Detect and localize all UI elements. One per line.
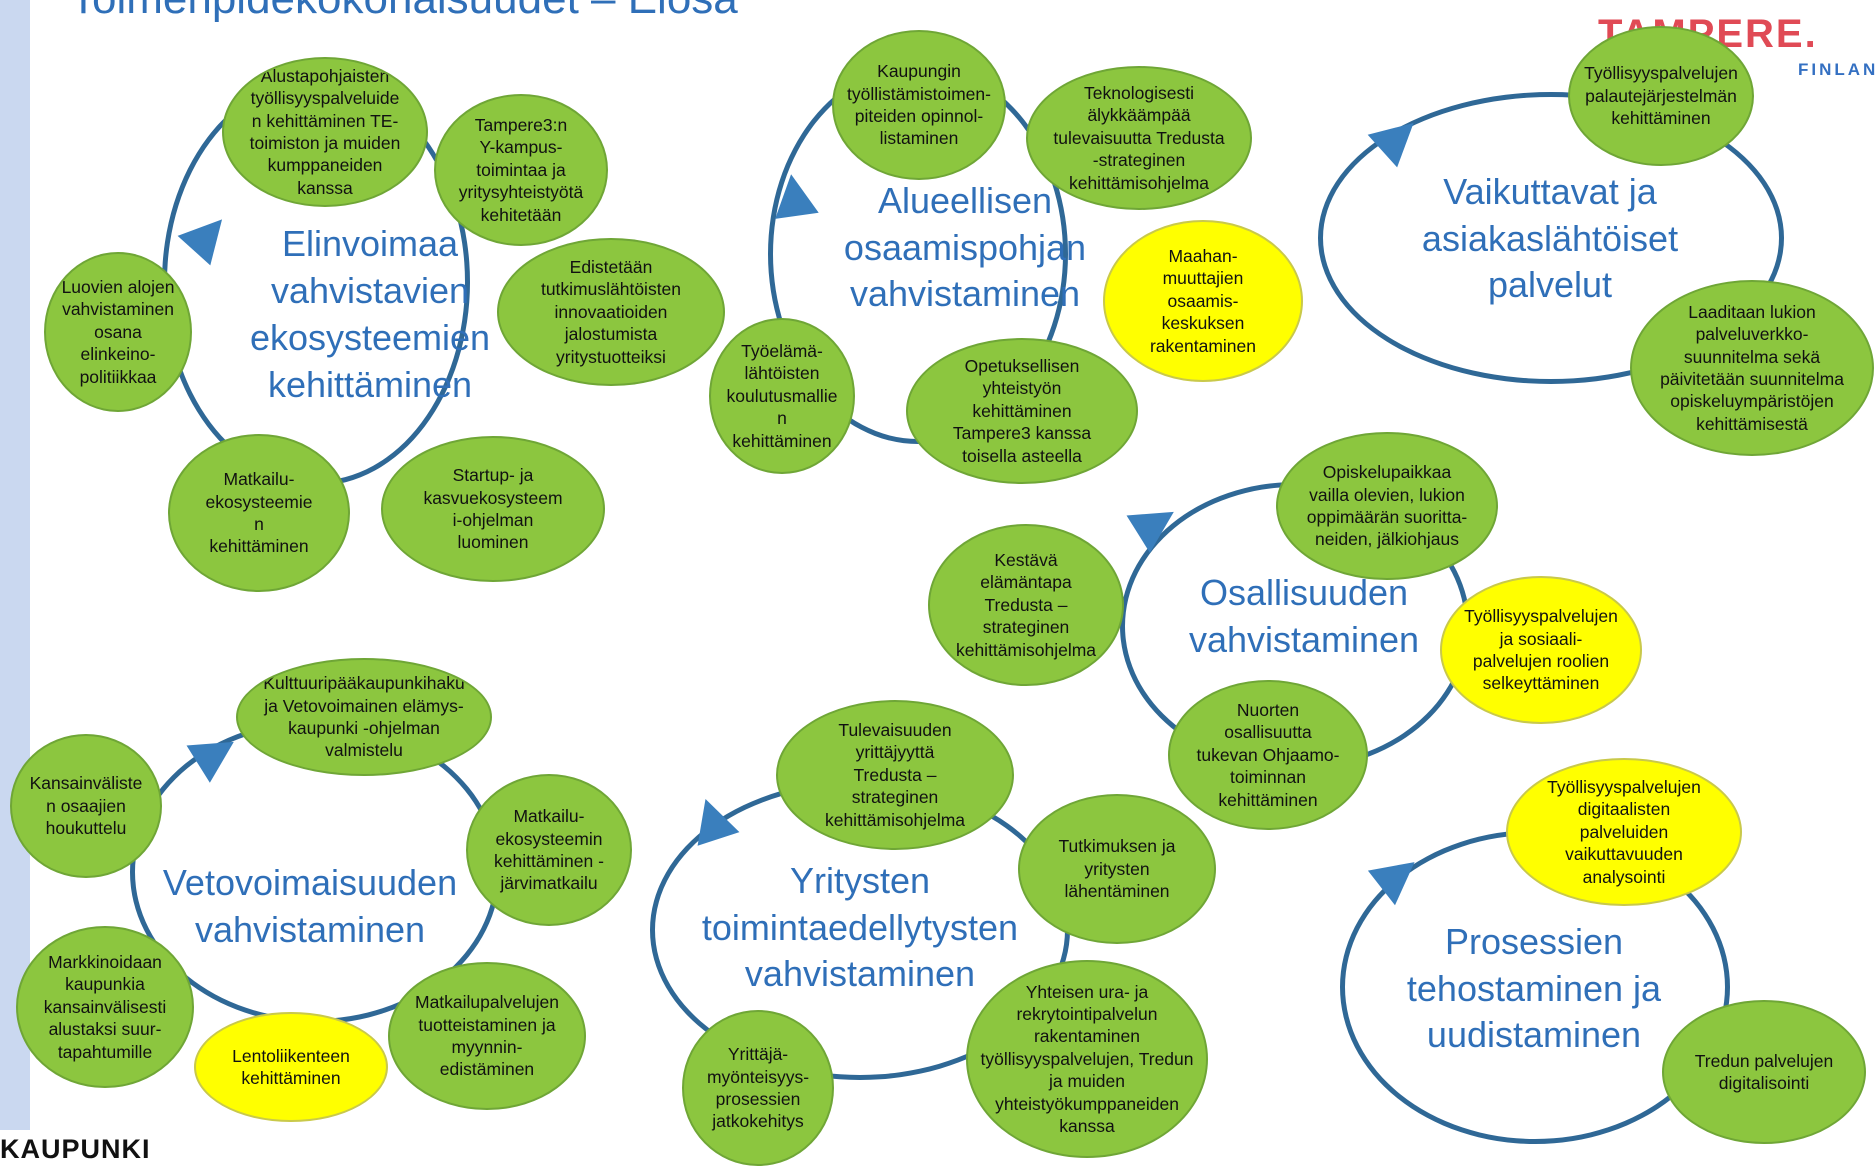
action-node: Matkailu- ekosysteemin kehittäminen - jä…	[466, 774, 632, 926]
action-node: Matkailupalvelujen tuotteistaminen ja my…	[388, 962, 586, 1110]
action-node: Startup- ja kasvuekosysteem i-ohjelman l…	[381, 436, 605, 582]
action-node: Tampere3:n Y-kampus- toimintaa ja yritys…	[434, 94, 608, 246]
action-node: Työllisyyspalvelujen ja sosiaali- palvel…	[1440, 576, 1642, 724]
action-node: Yrittäjä- myönteisyys- prosessien jatkok…	[682, 1010, 834, 1166]
action-node: Opiskelupaikkaa vailla olevien, lukion o…	[1276, 432, 1498, 580]
action-node: Kulttuuripääkaupunkihaku ja Vetovoimaine…	[236, 658, 492, 776]
action-node: Tutkimuksen ja yritysten lähentäminen	[1018, 794, 1216, 944]
page-title: Toimenpidekokonaisuudet – Elosa	[70, 0, 738, 24]
action-node: Tulevaisuuden yrittäjyyttä Tredusta – st…	[776, 700, 1014, 850]
action-node: Teknologisesti älykkäämpää tulevaisuutta…	[1026, 66, 1252, 210]
action-node: Lentoliikenteen kehittäminen	[194, 1012, 388, 1122]
cluster-title-vetovoimaisuuden: Vetovoimaisuuden vahvistaminen	[162, 862, 458, 950]
action-node: Kaupungin työllistämistoimen- piteiden o…	[832, 30, 1006, 180]
action-node: Alustapohjaisten työllisyyspalveluide n …	[222, 57, 428, 207]
action-node: Kansainväliste n osaajien houkuttelu	[10, 734, 162, 878]
cycle-arrow-icon	[769, 171, 819, 219]
cluster-title-alueellisen: Alueellisen osaamispohjan vahvistaminen	[843, 179, 1087, 315]
cluster-title-vaikuttavat-ja: Vaikuttavat ja asiakaslähtöiset palvelut	[1421, 170, 1679, 306]
action-node: Matkailu- ekosysteemie n kehittäminen	[168, 434, 350, 592]
action-node: Laaditaan lukion palveluverkko- suunnite…	[1630, 280, 1874, 456]
cluster-title-osallisuuden: Osallisuuden vahvistaminen	[1188, 572, 1420, 660]
cluster-title-elinvoimaa: Elinvoimaa vahvistavien ekosysteemien ke…	[249, 223, 491, 405]
action-node: Edistetään tutkimuslähtöisten innovaatio…	[497, 238, 725, 386]
action-node: Markkinoidaan kaupunkia kansainvälisesti…	[16, 926, 194, 1088]
action-node: Kestävä elämäntapa Tredusta – strategine…	[928, 524, 1124, 686]
cycle-ring-vaikuttavat-ja	[1318, 92, 1784, 384]
left-accent-bar	[0, 0, 30, 1130]
cluster-title-yritysten: Yritysten toimintaedellytysten vahvistam…	[701, 859, 1019, 995]
action-node: Tredun palvelujen digitalisointi	[1662, 1000, 1866, 1144]
action-node: Opetuksellisen yhteistyön kehittäminen T…	[906, 338, 1138, 484]
action-node: Työllisyyspalvelujen palautejärjestelmän…	[1568, 26, 1754, 166]
action-node: Yhteisen ura- ja rekrytointipalvelun rak…	[966, 960, 1208, 1158]
action-node: Työelämä- lähtöisten koulutusmallie n ke…	[709, 318, 855, 474]
action-node: Luovien alojen vahvistaminen osana elink…	[44, 252, 192, 412]
footer-text: KAUPUNKI	[0, 1134, 151, 1164]
action-node: Nuorten osallisuutta tukevan Ohjaamo- to…	[1168, 680, 1368, 830]
action-node: Työllisyyspalvelujen digitaalisten palve…	[1506, 758, 1742, 906]
tampere-logo-sub: FINLAND	[1798, 60, 1876, 79]
cluster-title-prosessien: Prosessien tehostaminen ja uudistaminen	[1406, 920, 1662, 1056]
action-node: Maahan- muuttajien osaamis- keskuksen ra…	[1103, 220, 1303, 382]
